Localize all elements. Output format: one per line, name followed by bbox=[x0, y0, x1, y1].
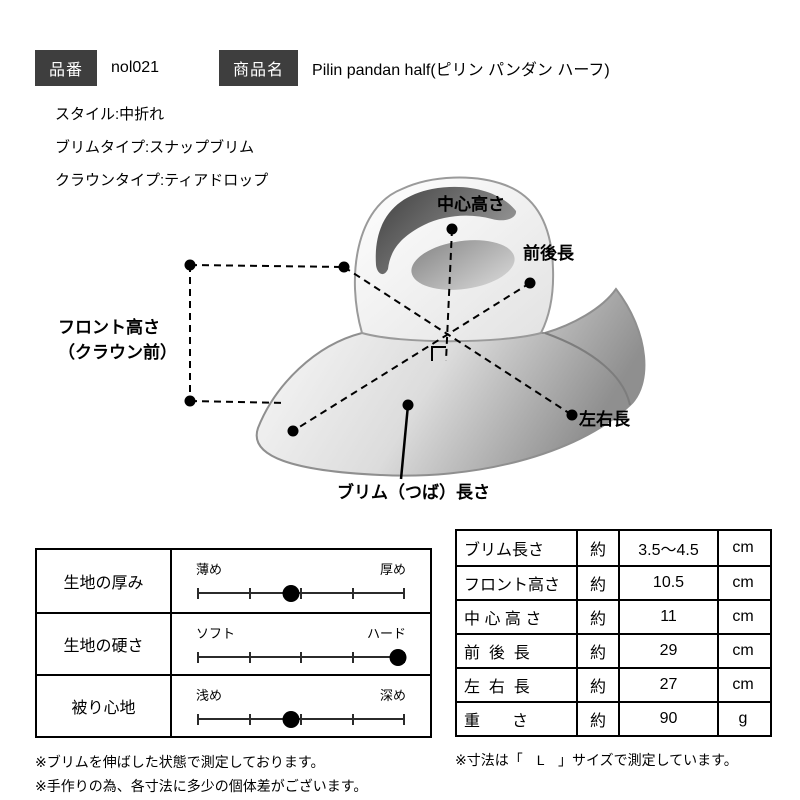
note-size-basis: ※寸法は「 L 」サイズで測定しています。 bbox=[455, 752, 738, 768]
spec-unit: cm bbox=[732, 642, 754, 659]
slider-track bbox=[197, 711, 405, 728]
slider-tick bbox=[248, 652, 251, 663]
slider-tick bbox=[300, 714, 302, 725]
spec-approx: 約 bbox=[578, 635, 620, 667]
feature-slider: 薄め 厚め bbox=[172, 550, 430, 612]
spec-value: 3.5〜4.5 bbox=[620, 531, 719, 565]
item-number-value: nol021 bbox=[111, 59, 160, 76]
slider-min-label: ソフト bbox=[196, 626, 236, 641]
slider-tick bbox=[197, 588, 199, 599]
spec-value: 29 bbox=[620, 635, 719, 667]
slider-dot bbox=[282, 585, 300, 602]
spec-lines: スタイル:中折れ ブリムタイプ:スナップブリム クラウンタイプ:ティアドロップ bbox=[55, 103, 268, 202]
slider-tick bbox=[300, 652, 302, 663]
table-row: 左 右 長 約 27 cm bbox=[457, 667, 770, 701]
slider-tick bbox=[197, 652, 199, 663]
label-front-back-length: 前後長 bbox=[523, 244, 574, 263]
spec-label: 重 さ bbox=[457, 703, 578, 735]
header: 品番 nol021 商品名 Pilin pandan half(ピリン パンダン… bbox=[35, 50, 610, 86]
feature-name: 生地の厚み bbox=[37, 550, 172, 612]
table-row: ブリム長さ 約 3.5〜4.5 cm bbox=[457, 531, 770, 565]
spec-value: 27 bbox=[620, 669, 719, 701]
spec-approx: 約 bbox=[578, 567, 620, 599]
spec-unit: cm bbox=[732, 539, 754, 556]
spec-value: 11 bbox=[620, 601, 719, 633]
feature-table: 生地の厚み 薄め 厚め 生地の硬さ ソフト ハード bbox=[35, 548, 432, 738]
spec-unit: g bbox=[738, 710, 748, 727]
slider-tick bbox=[248, 714, 251, 725]
slider-max-label: 厚め bbox=[379, 562, 406, 577]
spec-unit: cm bbox=[732, 608, 754, 625]
spec-unit: cm bbox=[732, 676, 754, 693]
slider-dot bbox=[282, 711, 300, 728]
spec-value: 10.5 bbox=[620, 567, 719, 599]
table-row: 重 さ 約 90 g bbox=[457, 701, 770, 735]
spec-value: 90 bbox=[620, 703, 719, 735]
spec-approx: 約 bbox=[578, 703, 620, 735]
label-brim-length: ブリム（つば）長さ bbox=[337, 483, 490, 502]
feature-slider: ソフト ハード bbox=[172, 614, 430, 674]
hat-crown bbox=[353, 176, 555, 343]
slider-tick bbox=[351, 714, 354, 725]
label-left-right-length: 左右長 bbox=[579, 410, 630, 429]
feature-slider: 浅め 深め bbox=[172, 676, 430, 736]
slider-max-label: 深め bbox=[379, 688, 406, 703]
slider-min-label: 浅め bbox=[196, 688, 223, 703]
feature-row-fit: 被り心地 浅め 深め bbox=[37, 674, 430, 736]
spec-unit: cm bbox=[732, 574, 754, 591]
spec-label: フロント高さ bbox=[457, 567, 578, 599]
spec-label: 左 右 長 bbox=[457, 669, 578, 701]
feature-row-thickness: 生地の厚み 薄め 厚め bbox=[37, 550, 430, 612]
hat-illustration bbox=[184, 176, 646, 480]
table-row: 前 後 長 約 29 cm bbox=[457, 633, 770, 667]
spec-label: 中 心 高 さ bbox=[457, 601, 578, 633]
spec-approx: 約 bbox=[578, 601, 620, 633]
table-row: 中 心 高 さ 約 11 cm bbox=[457, 599, 770, 633]
spec-label: 前 後 長 bbox=[457, 635, 578, 667]
spec-approx: 約 bbox=[578, 669, 620, 701]
measurement-dots bbox=[184, 223, 578, 437]
feature-name: 被り心地 bbox=[37, 676, 172, 736]
notes-left: ※ブリムを伸ばした状態で測定しております。 ※手作りの為、各寸法に多少の個体差が… bbox=[35, 750, 367, 798]
hat-brim bbox=[255, 287, 646, 477]
product-name-label-box: 商品名 bbox=[219, 50, 299, 86]
slider-tick bbox=[197, 714, 199, 725]
label-center-height: 中心高さ bbox=[437, 195, 505, 214]
slider-track bbox=[197, 649, 407, 666]
spec-label: ブリム長さ bbox=[457, 531, 578, 565]
spec-line-brim-type: ブリムタイプ:スナップブリム bbox=[55, 139, 255, 156]
slider-tick bbox=[248, 588, 251, 599]
item-number-label-box: 品番 bbox=[35, 50, 98, 86]
feature-name: 生地の硬さ bbox=[37, 614, 172, 674]
slider-tick bbox=[351, 652, 354, 663]
slider-tick bbox=[403, 588, 405, 599]
slider-max-label: ハード bbox=[366, 626, 406, 641]
hat-crown-dent bbox=[375, 186, 517, 275]
measurement-lines bbox=[189, 228, 573, 480]
slider-min-label: 薄め bbox=[196, 562, 223, 577]
spec-approx: 約 bbox=[578, 531, 620, 565]
slider-tick bbox=[300, 588, 302, 599]
product-name-value: Pilin pandan half(ピリン パンダン ハーフ) bbox=[312, 62, 610, 79]
slider-tick bbox=[403, 714, 405, 725]
note-measure-condition: ※ブリムを伸ばした状態で測定しております。 bbox=[35, 754, 325, 770]
hat-measurement-diagram: 中心高さ 前後長 フロント高さ （クラウン前） 左右長 ブリム（つば）長さ bbox=[0, 165, 800, 523]
spec-line-style: スタイル:中折れ bbox=[55, 106, 165, 123]
hat-crown-oval bbox=[411, 240, 515, 290]
measurement-table: ブリム長さ 約 3.5〜4.5 cm フロント高さ 約 10.5 cm 中 心 … bbox=[455, 529, 772, 737]
spec-line-crown-type: クラウンタイプ:ティアドロップ bbox=[55, 172, 269, 189]
slider-dot bbox=[389, 649, 407, 666]
feature-row-hardness: 生地の硬さ ソフト ハード bbox=[37, 612, 430, 674]
slider-tick bbox=[351, 588, 354, 599]
label-front-height: フロント高さ （クラウン前） bbox=[58, 318, 177, 362]
note-handmade: ※手作りの為、各寸法に多少の個体差がございます。 bbox=[35, 778, 368, 794]
slider-track bbox=[197, 585, 405, 602]
table-row: フロント高さ 約 10.5 cm bbox=[457, 565, 770, 599]
